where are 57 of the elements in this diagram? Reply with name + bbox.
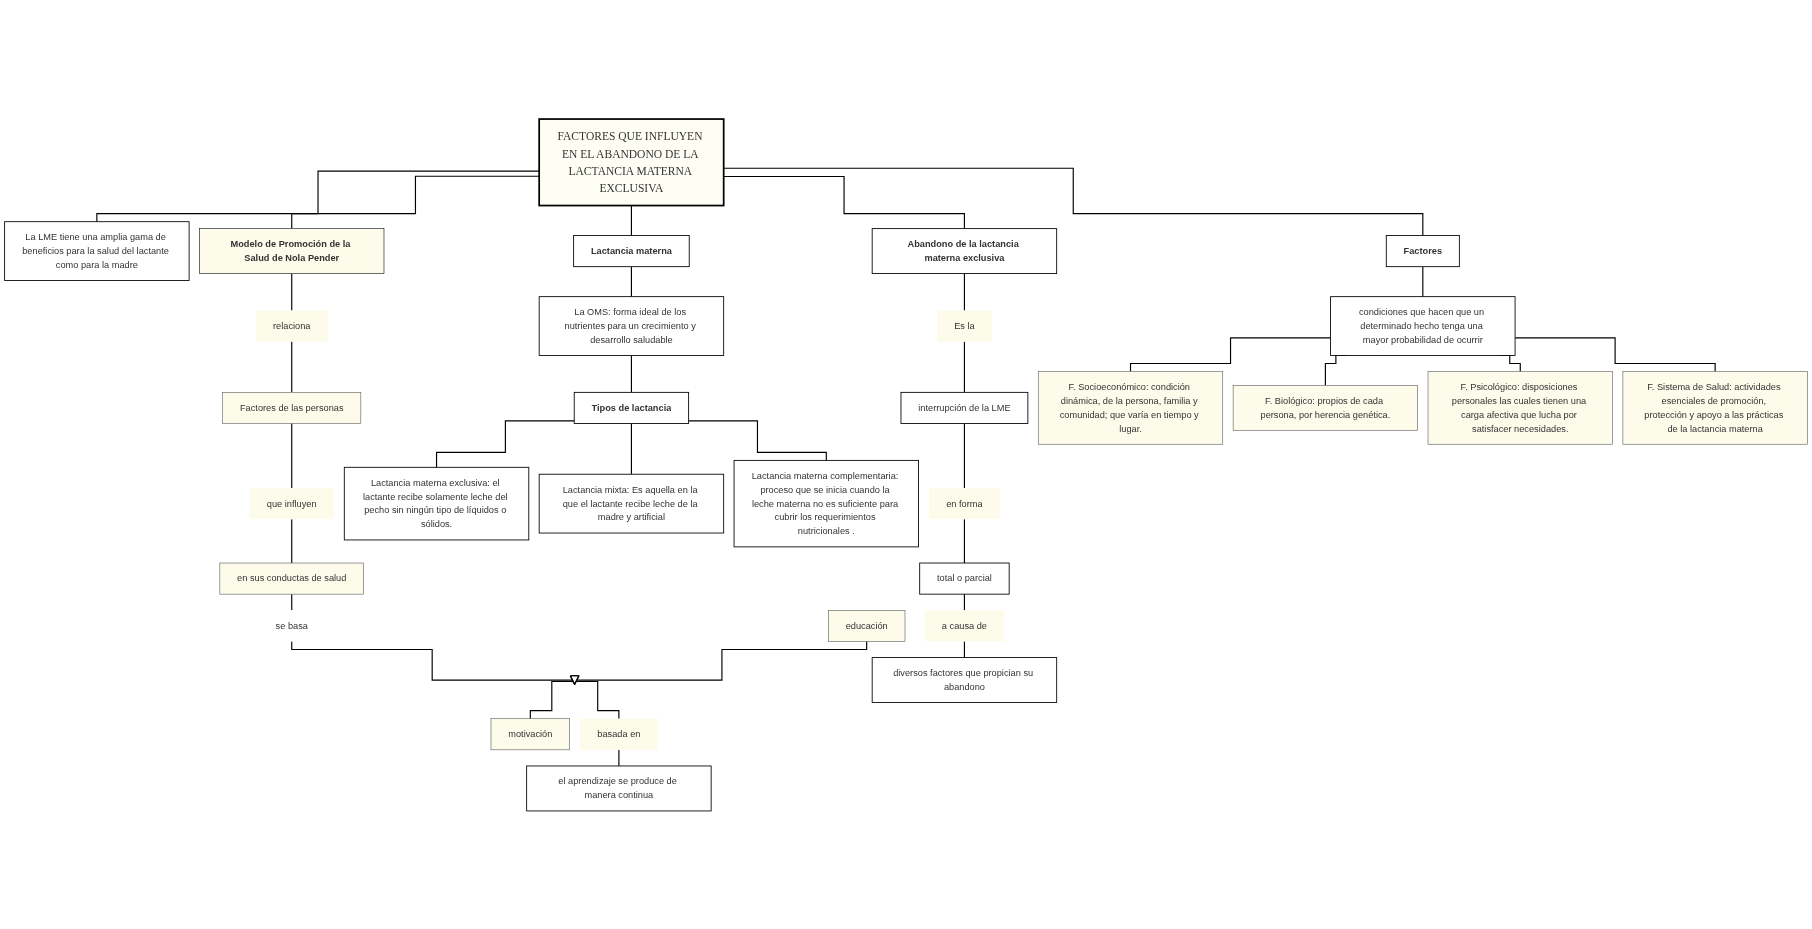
connector: [96, 170, 540, 222]
node-box: Es la: [936, 310, 992, 342]
node-box: Abandono de la lactancia materna exclusiva: [871, 227, 1058, 274]
connector: [1422, 265, 1424, 297]
node-box: diversos factores que propician su abandono: [871, 656, 1058, 703]
node-box: F. Socioeconómico: condición dinámica, de la persona, familia y comunidad; que varía en tiempo y lugar.: [1037, 370, 1224, 445]
node-box: Lactancia materna exclusiva: el lactante recibe solamente leche del pecho sin ningún tipo de líquidos o sólidos.: [343, 466, 530, 540]
connector: [291, 340, 293, 393]
node-box: Factores: [1385, 234, 1460, 267]
connector: [963, 422, 965, 489]
connector: [291, 640, 574, 681]
connector: [630, 265, 632, 297]
connector: [1514, 336, 1716, 372]
node-box: Factores de las personas: [222, 391, 362, 424]
node-box: interrupción de la LME: [900, 391, 1029, 424]
connector: [723, 175, 965, 229]
node-box: Lactancia materna complementaria: proceso que se inicia cuando la leche materna no es suficiente para cubrir los requerimientos nutricionales .: [733, 459, 919, 547]
node-box: Tipos de lactancia: [573, 391, 690, 424]
connector: [630, 354, 632, 393]
node-box: Lactancia mixta: Es aquella en la que el lactante recibe leche de la madre y artificial: [538, 473, 725, 533]
node-box: La LME tiene una amplia gama de beneficios para la salud del lactante como para la madre: [4, 220, 190, 281]
connector: [963, 340, 965, 393]
connector: [291, 272, 293, 311]
node-box: Lactancia materna: [573, 234, 690, 267]
node-box: F. Sistema de Salud: actividades esenciales de promoción, protección y apoyo a las prácticas de la lactancia materna: [1622, 370, 1808, 445]
node-box: FACTORES QUE INFLUYEN EN EL ABANDONO DE LA LACTANCIA MATERNA EXCLUSIVA: [538, 117, 725, 206]
node-box: en sus conductas de salud: [219, 562, 364, 594]
node-box: a causa de: [924, 609, 1005, 641]
node-box: F. Biológico: propios de cada persona, por herencia genética.: [1232, 384, 1418, 431]
node-text: se basa: [275, 620, 308, 630]
connector: [1129, 336, 1332, 372]
connector: [576, 640, 868, 681]
connector: [618, 748, 620, 767]
node-box: basada en: [580, 718, 658, 750]
connector: [575, 680, 620, 719]
connector: [291, 175, 540, 229]
node-box: que influyen: [249, 487, 334, 519]
connector: [630, 422, 632, 475]
connector: [291, 518, 293, 564]
node-box: total o parcial: [919, 562, 1010, 595]
node-box: Modelo de Promoción de la Salud de Nola Pender: [199, 227, 385, 274]
connector: [963, 272, 965, 311]
node-box: educación: [828, 609, 906, 642]
node-box: F. Psicológico: disposiciones personales las cuales tienen una carga afectiva que lucha por satisfacer necesidades.: [1427, 370, 1613, 445]
node-box: condiciones que hacen que un determinado hecho tenga una mayor probabilidad de ocurrir: [1330, 295, 1516, 356]
connector: [963, 518, 965, 564]
node-box: relaciona: [255, 310, 328, 342]
connector: [291, 422, 293, 489]
connector: [688, 419, 827, 461]
node-box: La OMS: forma ideal de los nutrientes para un crecimiento y desarrollo saludable: [538, 295, 725, 356]
node-box: el aprendizaje se produce de manera continua: [526, 765, 712, 811]
connector: [723, 167, 1424, 236]
connector: [435, 419, 575, 468]
node-box: motivación: [490, 717, 570, 750]
connector: [529, 680, 574, 719]
connector: [630, 204, 632, 236]
node-box: en forma: [928, 487, 1000, 519]
